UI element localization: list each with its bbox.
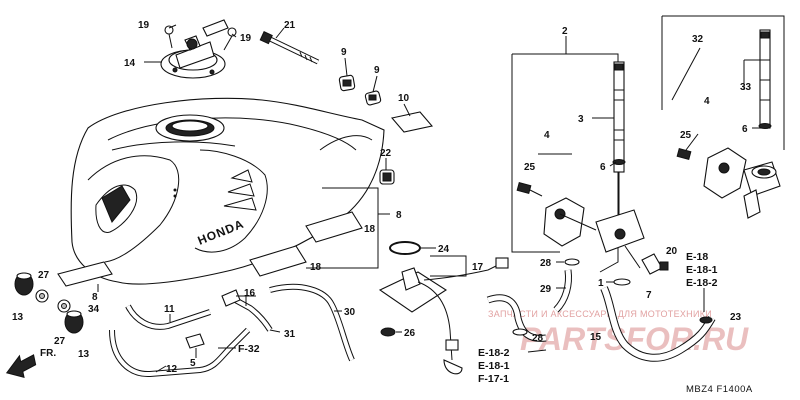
- label-7: 7: [646, 290, 652, 301]
- grommet-9a: [338, 74, 356, 92]
- pad-8-lower: [57, 261, 113, 287]
- collar-27b: [57, 299, 71, 313]
- grommet-9b: [364, 90, 382, 106]
- label-6a: 6: [600, 162, 606, 173]
- fuel-pump-17: [378, 257, 509, 375]
- part-labels: 19 19 14 21 9 9 10 22 8 18 18 24 17 27 1…: [12, 20, 752, 375]
- watermark-line1: ЗАПЧАСТИ И АКСЕССУАРЫ ДЛЯ МОТОТЕХНИКИ: [488, 309, 712, 319]
- label-15: 15: [590, 332, 602, 343]
- label-25b: 25: [680, 130, 692, 141]
- label-6b: 6: [742, 124, 748, 135]
- label-25a: 25: [524, 162, 536, 173]
- label-9b: 9: [374, 65, 380, 76]
- ref-e182a: E-18-2: [686, 277, 718, 289]
- label-1: 1: [598, 278, 604, 289]
- o-ring-24: [389, 241, 421, 255]
- o-ring-1: [613, 278, 631, 286]
- reference-codes: F-32 E-18 E-18-1 E-18-2 E-18-2 E-18-1 F-…: [218, 251, 718, 385]
- ref-f32: F-32: [238, 343, 260, 355]
- label-8b: 8: [92, 292, 98, 303]
- front-direction-label: FR.: [40, 348, 56, 359]
- label-17: 17: [472, 262, 484, 273]
- label-16: 16: [244, 288, 256, 299]
- label-33: 33: [740, 82, 752, 93]
- label-4a: 4: [544, 130, 550, 141]
- alt-valve-group: [661, 15, 785, 219]
- label-29: 29: [540, 284, 552, 295]
- collar-27a: [35, 289, 49, 303]
- label-28b: 28: [532, 333, 544, 344]
- label-27b: 27: [54, 336, 66, 347]
- label-34: 34: [88, 304, 100, 315]
- clip-5: [185, 333, 205, 358]
- label-14: 14: [124, 58, 136, 69]
- bolt-21: [259, 31, 320, 65]
- pad-18a: [305, 211, 363, 243]
- label-2: 2: [562, 26, 568, 37]
- label-18b: 18: [310, 262, 322, 273]
- pad-10: [390, 111, 434, 133]
- clip-23: [699, 316, 713, 324]
- seal-7: [641, 253, 663, 275]
- ref-e181a: E-18-1: [686, 264, 718, 276]
- label-30: 30: [344, 307, 356, 318]
- label-12: 12: [166, 364, 178, 375]
- label-32: 32: [692, 34, 704, 45]
- label-31: 31: [284, 329, 296, 340]
- fuel-valve-group: [511, 36, 645, 273]
- label-24: 24: [438, 244, 450, 255]
- diagram-code: MBZ4 F1400A: [686, 384, 753, 395]
- ref-e182b: E-18-2: [478, 347, 510, 359]
- ref-f171: F-17-1: [478, 373, 509, 385]
- label-26: 26: [404, 328, 416, 339]
- label-23: 23: [730, 312, 742, 323]
- ref-e18a: E-18: [686, 251, 708, 263]
- cushion-22: [379, 169, 395, 185]
- leader-lines: [97, 24, 760, 373]
- label-27a: 27: [38, 270, 50, 281]
- pad-18b: [249, 245, 307, 277]
- label-8a: 8: [396, 210, 402, 221]
- label-28a: 28: [540, 258, 552, 269]
- fuel-cap-assembly: [160, 19, 237, 79]
- label-20: 20: [666, 246, 678, 257]
- ref-e181b: E-18-1: [478, 360, 510, 372]
- label-4b: 4: [704, 96, 710, 107]
- damper-13b: [64, 310, 84, 334]
- label-13a: 13: [12, 312, 24, 323]
- label-19a: 19: [138, 20, 150, 31]
- label-18a: 18: [364, 224, 376, 235]
- label-10: 10: [398, 93, 410, 104]
- label-19b: 19: [240, 33, 252, 44]
- fuel-tank: HONDA: [70, 97, 385, 285]
- label-9a: 9: [341, 47, 347, 58]
- bolt-20: [659, 261, 669, 271]
- front-direction-arrow: FR.: [5, 348, 56, 379]
- label-5: 5: [190, 358, 196, 369]
- label-22: 22: [380, 148, 392, 159]
- clip-28a: [564, 258, 580, 266]
- label-13b: 13: [78, 349, 90, 360]
- washer-26: [380, 327, 396, 337]
- label-11: 11: [164, 304, 175, 315]
- clip-28b: [512, 328, 528, 336]
- label-21: 21: [284, 20, 296, 31]
- label-3: 3: [578, 114, 584, 125]
- damper-13a: [14, 272, 34, 296]
